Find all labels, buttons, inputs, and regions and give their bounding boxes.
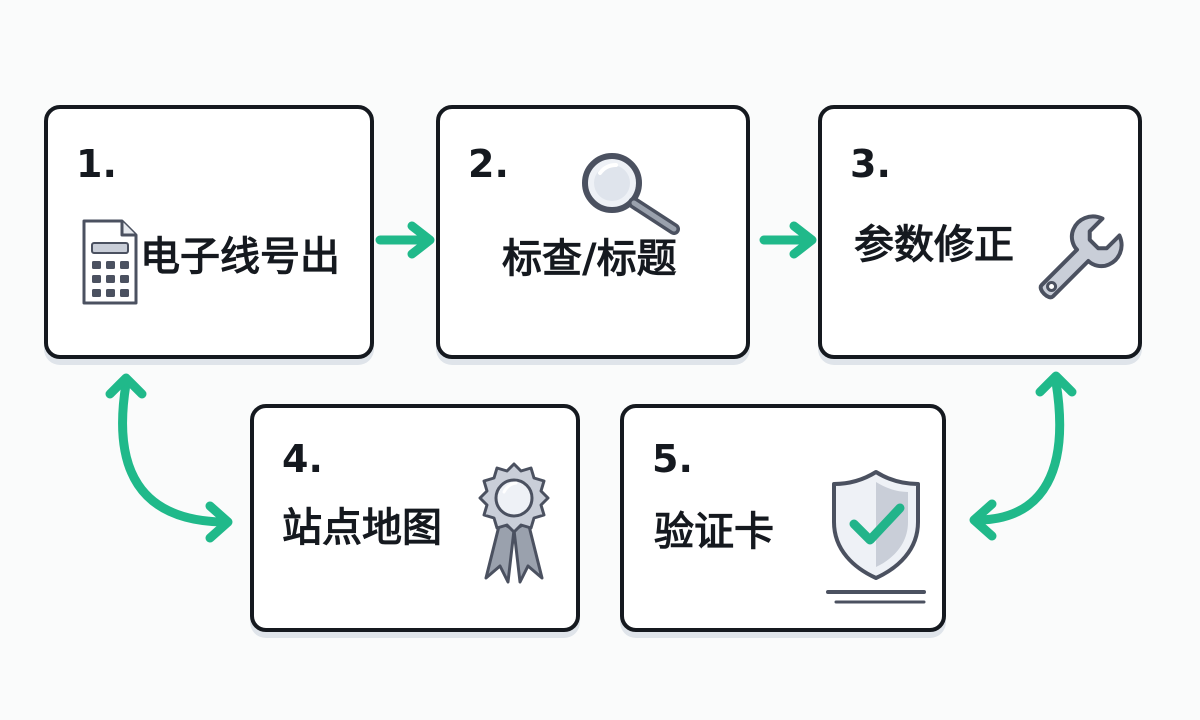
step-card-1: 1. 电子线号出 <box>44 105 374 359</box>
arrow-2-to-3 <box>759 221 817 259</box>
step-label-2: 标查/标题 <box>502 236 677 282</box>
arrow-3-to-5 <box>969 371 1077 541</box>
step-label-3: 参数修正 <box>854 222 1014 268</box>
wrench-icon <box>1028 209 1126 317</box>
step-label-1: 电子线号出 <box>140 234 340 280</box>
step-number-4: 4. <box>282 437 323 481</box>
arrow-1-to-4 <box>105 373 233 543</box>
step-card-2: 2. 标查/标题 <box>436 105 750 359</box>
magnifier-icon <box>580 151 684 239</box>
shield-check-icon <box>824 468 928 612</box>
award-ribbon-icon <box>472 460 556 588</box>
step-number-1: 1. <box>76 142 117 186</box>
arrow-1-to-2 <box>375 221 435 259</box>
step-number-3: 3. <box>850 142 891 186</box>
step-label-5: 验证卡 <box>654 509 774 555</box>
step-label-4: 站点地图 <box>282 505 442 551</box>
step-number-5: 5. <box>652 437 693 481</box>
step-number-2: 2. <box>468 142 509 186</box>
step-card-4: 4. 站点地图 <box>250 404 580 632</box>
document-calculator-icon <box>78 213 142 313</box>
step-card-3: 3. 参数修正 <box>818 105 1142 359</box>
step-card-5: 5. 验证卡 <box>620 404 946 632</box>
